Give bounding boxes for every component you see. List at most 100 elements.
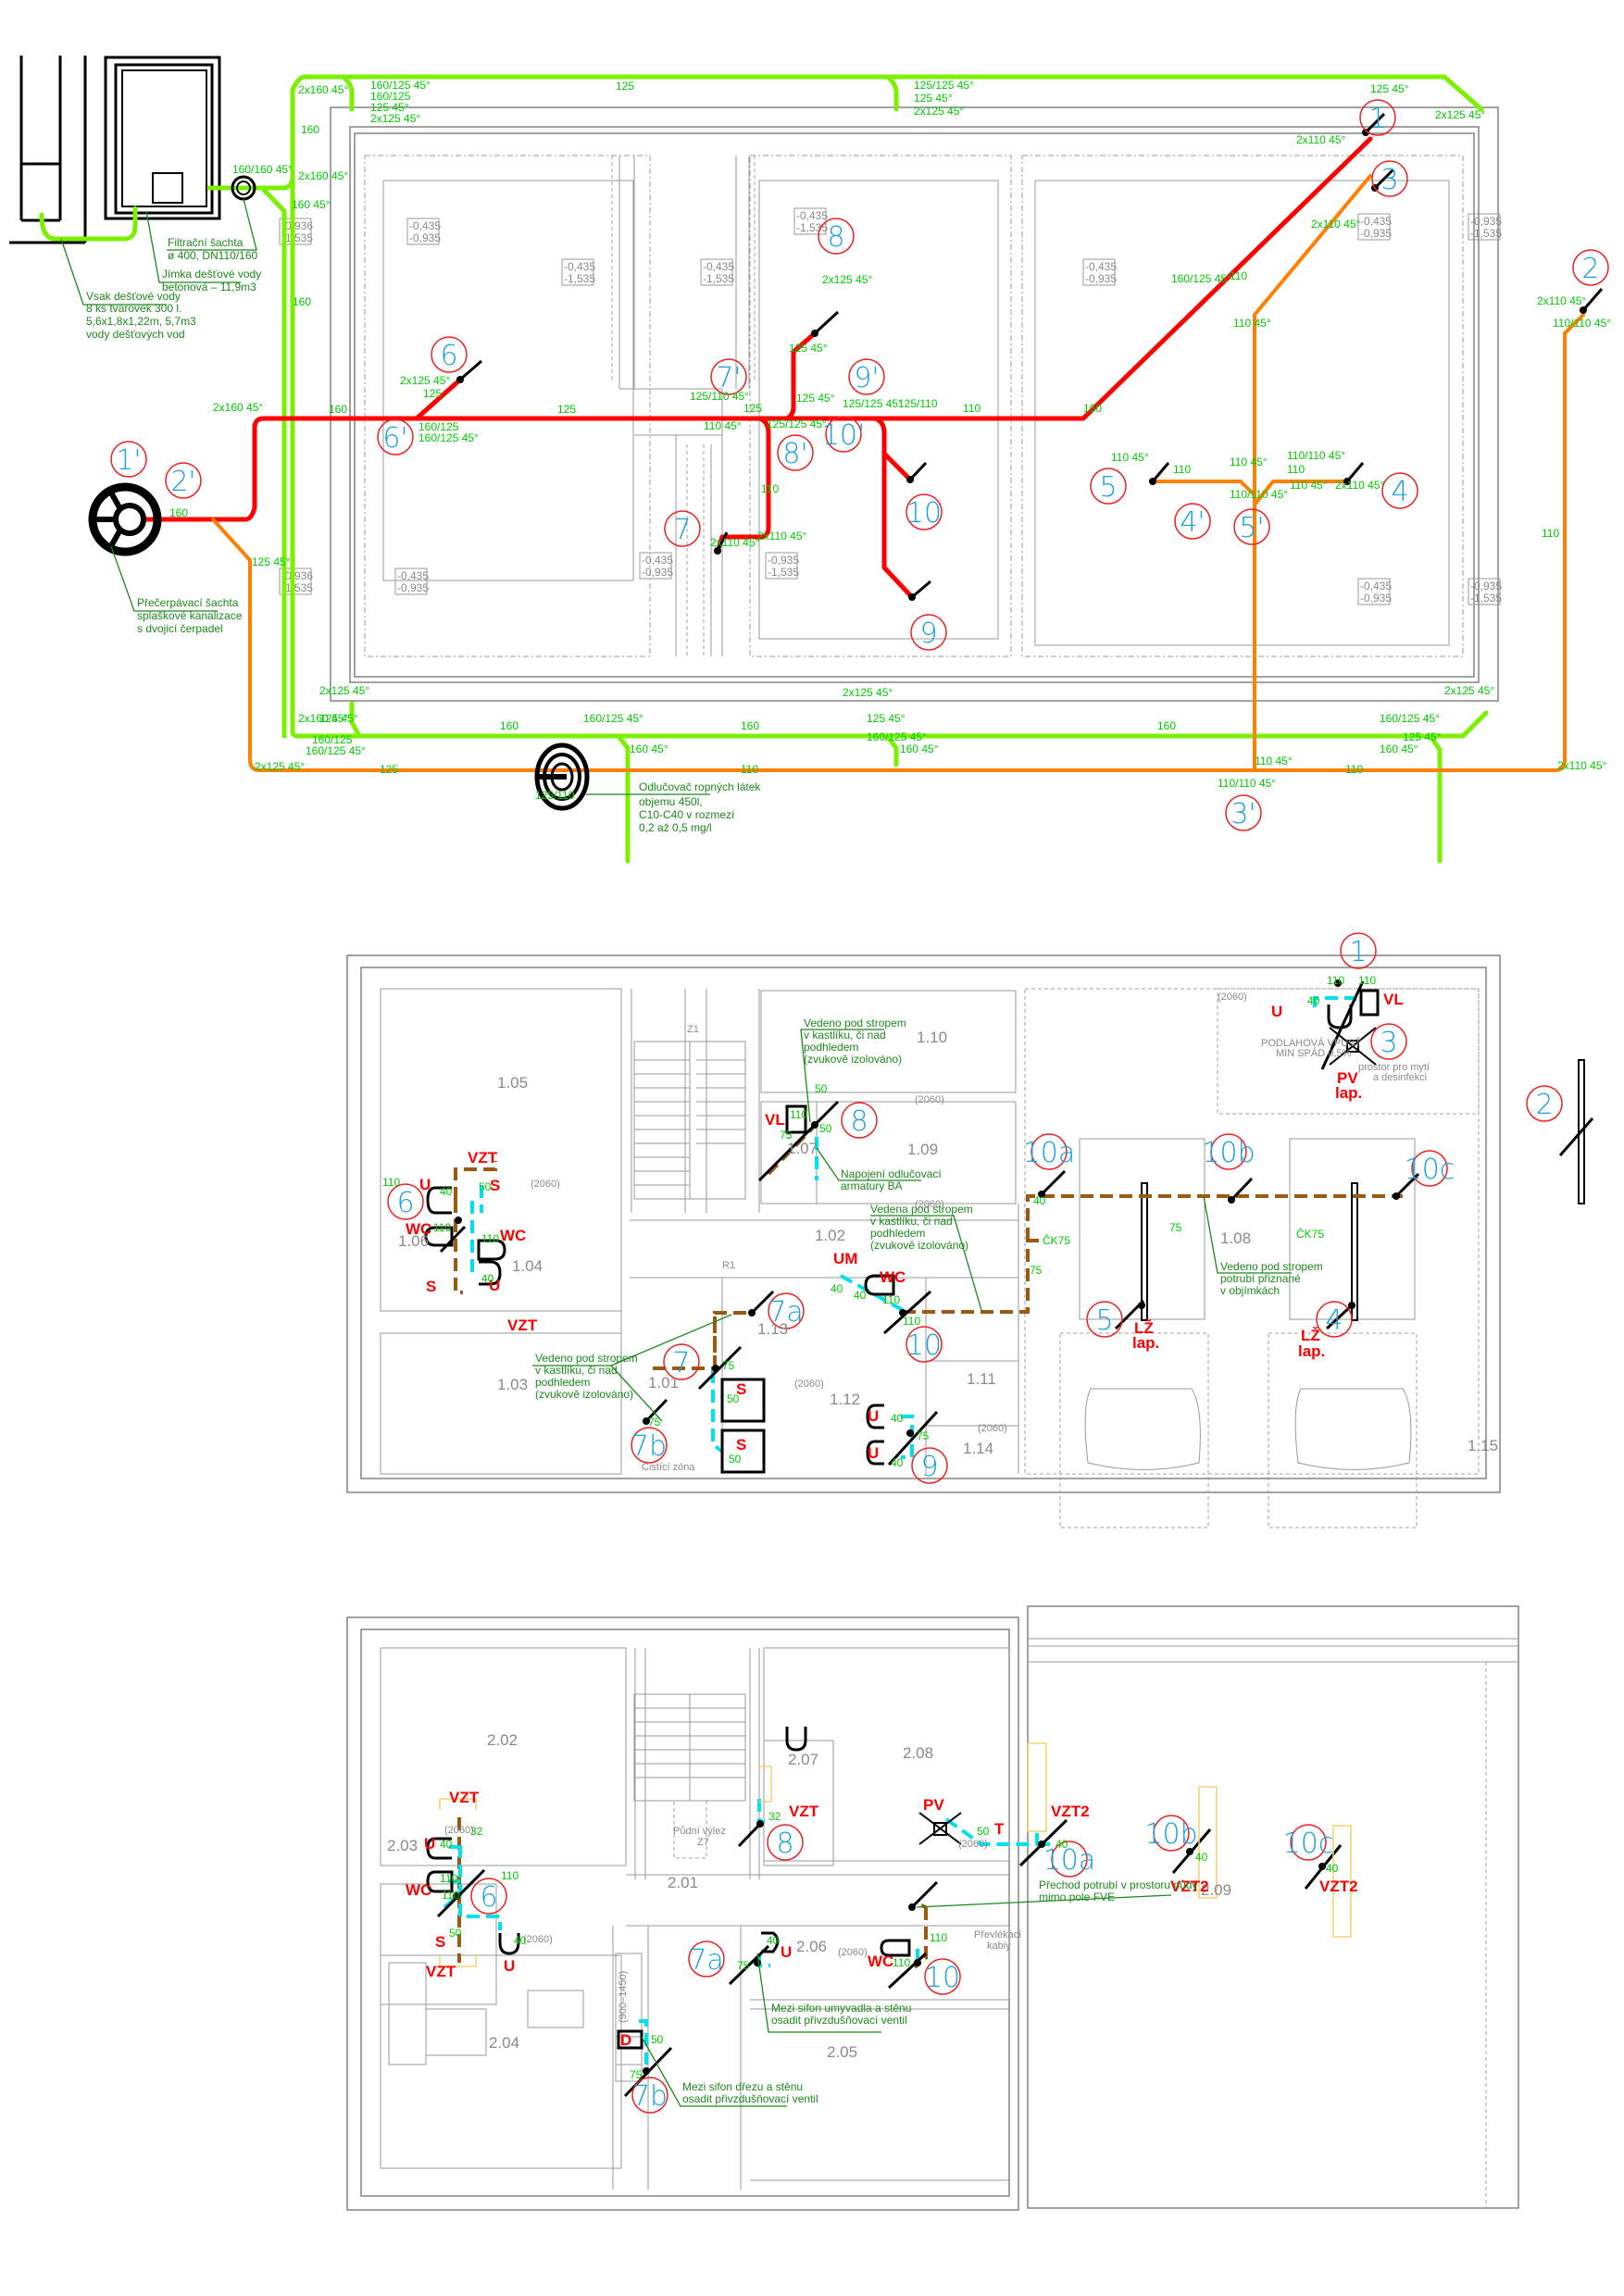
svg-text:v kastlíku, či nad: v kastlíku, či nad — [804, 1029, 886, 1042]
svg-text:40: 40 — [854, 1289, 867, 1302]
svg-text:Z7: Z7 — [697, 1837, 709, 1848]
svg-text:MIN SPÁD 0,5%: MIN SPÁD 0,5% — [1276, 1047, 1352, 1059]
level-tag: -0,435-1,535 — [561, 258, 595, 286]
floor1-fixture-codes: U WC S WC S U VZT VZT VL UM WC S S U U U… — [406, 991, 1404, 1462]
svg-text:125: 125 — [557, 403, 576, 416]
svg-text:-0,935: -0,935 — [642, 566, 673, 579]
svg-text:110: 110 — [790, 1108, 807, 1121]
svg-text:2x125 45°: 2x125 45° — [400, 374, 450, 387]
svg-text:S: S — [435, 1933, 445, 1951]
svg-text:-0,936: -0,936 — [281, 219, 313, 232]
rainwater-pipes — [39, 74, 1489, 864]
vent-stack-icon — [697, 1345, 743, 1391]
svg-text:(2060): (2060) — [1218, 992, 1247, 1003]
svg-text:110: 110 — [481, 1232, 499, 1245]
svg-text:125/110: 125/110 — [898, 397, 938, 410]
svg-text:U: U — [781, 1943, 792, 1961]
svg-text:7': 7' — [716, 362, 741, 394]
marker-10a: 10a — [1023, 1133, 1075, 1170]
sewer-main-pipes — [141, 136, 1373, 600]
svg-text:-1,535: -1,535 — [1470, 592, 1502, 605]
svg-text:U: U — [504, 1957, 515, 1975]
marker-5-prime: 5' — [1233, 508, 1270, 545]
svg-text:1.11: 1.11 — [967, 1370, 996, 1388]
svg-text:UM: UM — [833, 1250, 857, 1267]
marker-9: 9 — [910, 614, 947, 651]
floor-drain-icon — [918, 1812, 962, 1845]
svg-text:160: 160 — [1083, 402, 1102, 415]
svg-text:VZT2: VZT2 — [1051, 1803, 1090, 1820]
svg-text:objemu 450l,: objemu 450l, — [639, 795, 703, 808]
svg-text:9: 9 — [920, 1451, 938, 1483]
svg-text:160/125 45°: 160/125 45° — [583, 712, 643, 725]
svg-text:(900–1450): (900–1450) — [618, 1971, 629, 2023]
svg-text:2x110 45°: 2x110 45° — [1557, 759, 1606, 772]
svg-text:10: 10 — [906, 1329, 942, 1362]
svg-text:5': 5' — [1239, 512, 1264, 544]
svg-text:75: 75 — [1169, 1221, 1182, 1234]
svg-text:8: 8 — [776, 1828, 793, 1860]
svg-text:-1,535: -1,535 — [281, 231, 313, 244]
svg-text:VZT: VZT — [789, 1803, 819, 1820]
svg-text:110: 110 — [1230, 269, 1247, 282]
svg-text:-0,435: -0,435 — [796, 209, 828, 222]
floor2-pipe-labels: 32 40 110 110 110 50 40 32 50 40 40 75 1… — [440, 1810, 1339, 2081]
svg-text:VZT: VZT — [449, 1789, 480, 1806]
svg-text:7b: 7b — [631, 1430, 667, 1463]
svg-text:160: 160 — [500, 719, 518, 732]
vent-stack-icon — [1320, 980, 1365, 1070]
svg-text:2x110 45°: 2x110 45° — [1296, 133, 1345, 146]
svg-text:7a: 7a — [689, 1944, 723, 1977]
vent-stack-icon — [1171, 1828, 1212, 1874]
svg-text:1.14: 1.14 — [963, 1440, 993, 1457]
floor1-fixture-symbols — [424, 989, 1380, 1474]
svg-text:3': 3' — [1230, 798, 1255, 830]
foundation-pipe-labels: 160/125 45° 160/125 125 45° 2x125 45° 12… — [169, 79, 1611, 802]
marker-10c: 10c — [1405, 1150, 1455, 1187]
svg-text:160/125: 160/125 — [370, 90, 411, 103]
svg-text:2.09: 2.09 — [1201, 1881, 1231, 1899]
svg-text:110 45°: 110 45° — [704, 419, 742, 432]
svg-text:2: 2 — [1535, 1089, 1553, 1121]
svg-text:10c: 10c — [1283, 1828, 1334, 1860]
floor2-fixture-codes: VZT U WC S U VZT VZT PV T VZT2 U WC D VZ… — [406, 1789, 1358, 2049]
svg-text:160/125: 160/125 — [418, 420, 459, 433]
svg-text:D: D — [620, 2031, 631, 2049]
svg-text:125 45°: 125 45° — [789, 342, 828, 355]
svg-text:vody dešťových vod: vody dešťových vod — [86, 328, 185, 341]
svg-text:160: 160 — [293, 295, 311, 308]
svg-text:kabiy: kabiy — [987, 1940, 1011, 1952]
svg-text:10b: 10b — [1144, 1818, 1197, 1851]
svg-text:0,2 až 0,5 mg/l: 0,2 až 0,5 mg/l — [639, 821, 712, 834]
svg-text:Napojení odlučovací: Napojení odlučovací — [841, 1167, 942, 1180]
svg-text:50: 50 — [449, 1927, 462, 1940]
svg-text:1.03: 1.03 — [497, 1376, 528, 1393]
svg-text:(2060): (2060) — [838, 1947, 868, 1958]
svg-text:110: 110 — [1542, 527, 1559, 540]
svg-text:7b: 7b — [632, 2080, 668, 2113]
vent-stack-icon — [1558, 1059, 1594, 1204]
svg-text:-0,435: -0,435 — [642, 554, 673, 567]
svg-text:-1,535: -1,535 — [564, 272, 595, 285]
svg-text:(2060): (2060) — [444, 1825, 474, 1836]
floor1-walls — [346, 955, 1501, 1529]
svg-text:2x110 45°: 2x110 45° — [1537, 294, 1586, 307]
vent-stack-icon — [1228, 1177, 1254, 1204]
svg-text:(zvukově izolováno): (zvukově izolováno) — [535, 1388, 633, 1401]
svg-text:125 45°: 125 45° — [867, 712, 906, 725]
floor2-walls — [346, 1605, 1519, 2211]
svg-text:8': 8' — [782, 438, 807, 470]
svg-text:1': 1' — [116, 444, 141, 477]
svg-text:WC: WC — [868, 1953, 893, 1970]
svg-text:-0,435: -0,435 — [409, 219, 441, 232]
svg-text:110: 110 — [1173, 463, 1191, 476]
level-tag: -0,936-1,535 — [279, 218, 313, 245]
svg-text:3: 3 — [1380, 164, 1398, 196]
svg-text:Půdní výlez: Půdní výlez — [673, 1826, 726, 1837]
svg-text:40: 40 — [440, 1185, 453, 1198]
marker-8-prime: 8' — [777, 434, 814, 471]
svg-text:9': 9' — [854, 362, 879, 394]
svg-text:VZT: VZT — [507, 1316, 538, 1334]
svg-text:10: 10 — [925, 1962, 960, 1994]
